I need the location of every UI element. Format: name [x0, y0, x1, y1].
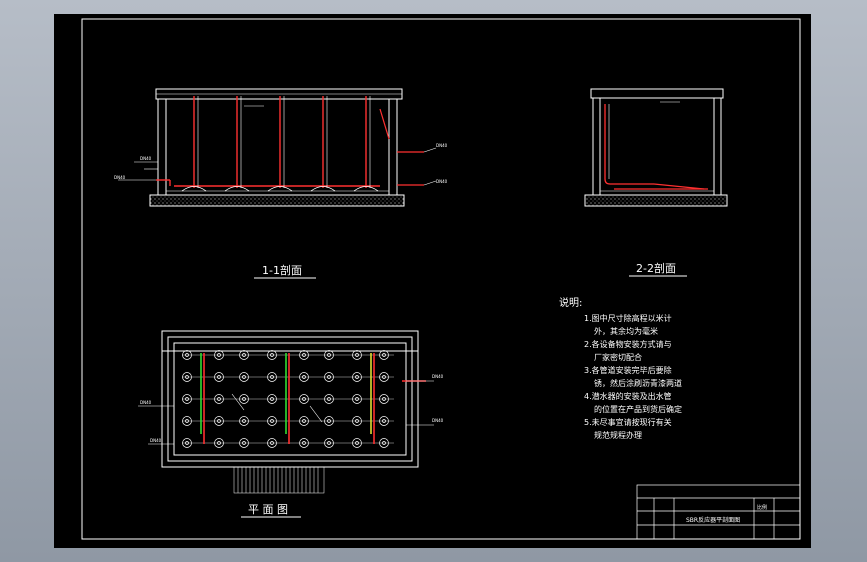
note-line: 5.未尽事宜请按现行有关: [584, 417, 672, 427]
note-line: 1.图中尺寸除高程以米计: [584, 313, 672, 323]
note-line: 4.潜水器的安装及出水管: [584, 391, 672, 401]
note-line: 锈，然后涂刷沥青漆两道: [594, 378, 682, 388]
plan-view-drawing: DN40 DN40 DN40 DN40: [138, 330, 444, 494]
section-1-1-label: 1-1剖面: [262, 263, 302, 277]
notes-block: 说明: 1.图中尺寸除高程以米计 外，其余均为毫米 2.各设备物安装方式请与 厂…: [559, 296, 682, 440]
notes-title: 说明:: [559, 296, 582, 309]
svg-text:DN40: DN40: [140, 400, 152, 405]
note-line: 规范规程办理: [594, 430, 642, 440]
svg-text:DN40: DN40: [150, 438, 162, 443]
svg-text:DN40: DN40: [114, 175, 126, 180]
section-2-2-label: 2-2剖面: [636, 261, 676, 275]
title-block: [636, 484, 801, 540]
section-2-2-drawing: [584, 88, 728, 207]
drawing-border: [81, 18, 801, 540]
title-block-title: SBR反应器平剖面图: [686, 516, 740, 524]
plan-diffuser-grid: [182, 350, 394, 448]
diffusers: [181, 186, 379, 192]
note-line: 的位置在产品到货后确定: [594, 404, 682, 414]
svg-text:DN40: DN40: [436, 143, 448, 148]
title-block-right-label: 比例: [757, 504, 767, 511]
note-line: 外，其余均为毫米: [594, 326, 658, 336]
vertical-air-pipes: [156, 96, 380, 188]
section-1-1-drawing: DN40 DN40 DN40 DN40: [114, 88, 448, 207]
drawing-canvas: DN40 DN40 DN40 DN40: [81, 18, 801, 540]
drawing-sheet[interactable]: DN40 DN40 DN40 DN40: [54, 14, 811, 548]
note-line: 厂家密切配合: [594, 352, 642, 362]
svg-text:DN40: DN40: [436, 179, 448, 184]
base-slab: [149, 194, 405, 207]
plan-view-label: 平 面 图: [248, 503, 288, 516]
svg-text:DN40: DN40: [140, 156, 152, 161]
note-line: 3.各管道安装完毕后要除: [584, 365, 672, 375]
svg-text:DN40: DN40: [432, 374, 444, 379]
svg-text:DN40: DN40: [432, 418, 444, 423]
note-line: 2.各设备物安装方式请与: [584, 339, 672, 349]
